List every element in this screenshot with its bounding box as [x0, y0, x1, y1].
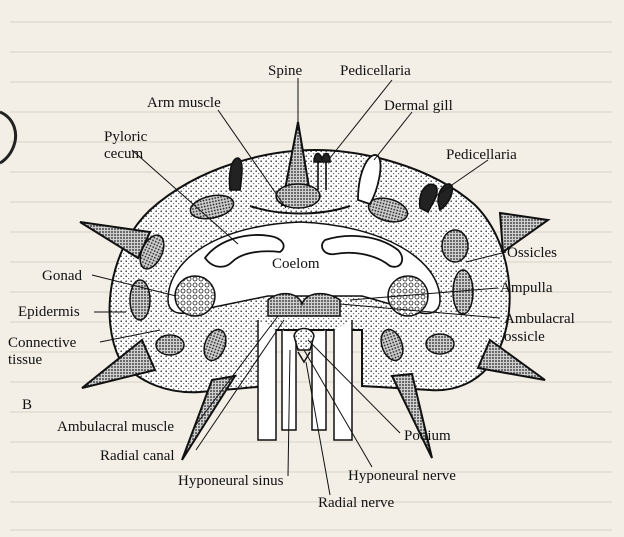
dermal-gill	[357, 154, 382, 206]
ossicles	[129, 183, 474, 362]
label-gonad: Gonad	[42, 268, 82, 284]
label-ampulla: Ampulla	[500, 280, 553, 296]
label-radial-nerve: Radial nerve	[318, 495, 395, 511]
spine-right-lower	[476, 338, 546, 381]
label-pedicellaria-right: Pedicellaria	[446, 147, 517, 163]
spine-bottom-right	[390, 372, 433, 459]
gonad-left	[174, 275, 216, 317]
label-connective-tissue-line1: Connective	[8, 335, 77, 351]
label-ambulacral-ossicle-line2: ossicle	[504, 329, 545, 345]
spine-left-lower	[81, 338, 157, 389]
radial-nerve-shape	[297, 351, 311, 364]
pyloric-cecum-right	[321, 235, 404, 268]
label-dermal-gill: Dermal gill	[384, 98, 453, 114]
label-pyloric-cecum-line2: cecum	[104, 146, 143, 162]
label-podium: Podium	[404, 428, 451, 444]
label-pyloric-cecum-line1: Pyloric	[104, 129, 148, 145]
label-spine: Spine	[268, 63, 303, 79]
pedicellaria-cluster-top	[313, 152, 331, 190]
label-connective-tissue-line2: tissue	[8, 352, 43, 368]
label-arm-muscle: Arm muscle	[147, 95, 221, 111]
label-ambulacral-muscle: Ambulacral muscle	[57, 419, 174, 435]
podium-right	[333, 320, 353, 441]
podium-left	[257, 320, 277, 441]
label-coelom: Coelom	[272, 256, 320, 272]
label-radial-canal: Radial canal	[100, 448, 175, 464]
label-hyponeural-sinus: Hyponeural sinus	[178, 473, 284, 489]
ambulacral-ossicles	[267, 292, 341, 317]
podium-center-right	[311, 330, 327, 431]
label-hyponeural-nerve: Hyponeural nerve	[348, 468, 456, 484]
pedicellaria-left	[228, 157, 243, 191]
leader-lines	[91, 78, 507, 496]
panel-letter: B	[22, 397, 32, 413]
adjacent-figure-fragment	[0, 110, 17, 165]
pedicellaria-right	[418, 183, 454, 214]
label-ambulacral-ossicle-line1: Ambulacral	[504, 311, 575, 327]
pyloric-cecum-left	[203, 234, 285, 268]
label-epidermis: Epidermis	[18, 304, 80, 320]
spine-bottom-left	[181, 374, 238, 461]
gonad-right	[387, 275, 429, 317]
label-ossicles: Ossicles	[507, 245, 557, 261]
radial-canal-shape	[293, 327, 315, 351]
arm-muscle-band	[249, 205, 351, 215]
spine-right	[498, 211, 551, 254]
label-pedicellaria-top: Pedicellaria	[340, 63, 411, 79]
